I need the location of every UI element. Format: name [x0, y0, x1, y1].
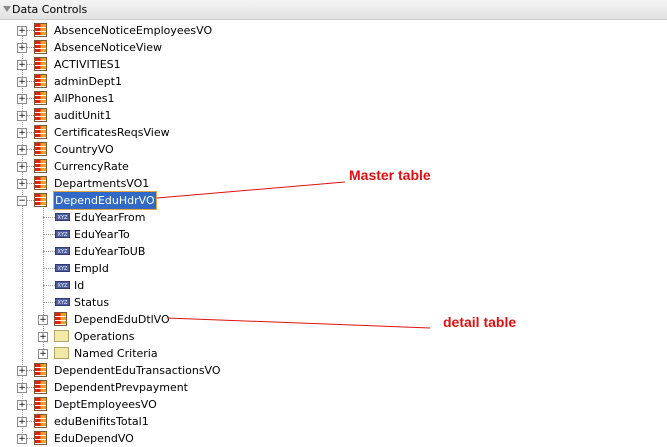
master-table-annotation: Master table [349, 167, 431, 183]
tree-line [43, 206, 44, 353]
tree-item-label: CurrencyRate [54, 160, 129, 173]
view-object-icon [34, 142, 47, 156]
tree-line [22, 47, 34, 48]
attribute-label: EduYearTo [74, 228, 130, 241]
attribute-icon: XYZ [55, 230, 70, 238]
tree-line [22, 370, 34, 371]
expand-icon[interactable]: + [17, 179, 27, 189]
expand-icon[interactable]: + [38, 332, 48, 342]
view-object-icon [34, 159, 47, 173]
tree-line [22, 132, 34, 133]
expand-icon[interactable]: + [17, 60, 27, 70]
tree-line [22, 98, 34, 99]
tree-line [22, 30, 34, 31]
tree-item-label: CertificatesReqsView [54, 126, 170, 139]
tree-item-label: CountryVO [54, 143, 114, 156]
expand-icon[interactable]: + [38, 349, 48, 359]
detail-table-annotation: detail table [443, 314, 517, 330]
expand-icon[interactable]: + [17, 94, 27, 104]
master-arrow-line [156, 181, 346, 199]
tree-item-label: AbsenceNoticeEmployeesVO [54, 24, 213, 37]
view-object-icon [34, 74, 47, 88]
attribute-icon: XYZ [55, 298, 70, 306]
view-object-icon [54, 312, 67, 326]
folder-label: Operations [74, 330, 135, 343]
view-object-icon [34, 40, 47, 54]
tree-item-label: AllPhones1 [54, 92, 115, 105]
tree-item-label: DependentPrevpayment [54, 381, 188, 394]
tree-line [43, 302, 55, 303]
view-object-icon [34, 193, 47, 207]
tree-item-label: DependEduHdrVO [53, 191, 157, 210]
view-object-icon [34, 108, 47, 122]
tree-line [22, 81, 34, 82]
expand-icon[interactable]: + [17, 128, 27, 138]
tree-line [22, 404, 34, 405]
collapse-triangle-icon[interactable] [3, 6, 11, 12]
collapse-icon[interactable]: − [17, 196, 27, 206]
detail-arrow-line [166, 317, 431, 329]
tree-item-label: DependEduDtlVO [74, 313, 170, 326]
attribute-label: Id [74, 279, 85, 292]
tree-item-label: AbsenceNoticeView [54, 41, 163, 54]
expand-icon[interactable]: + [17, 383, 27, 393]
tree-line [43, 234, 55, 235]
expand-icon[interactable]: + [17, 400, 27, 410]
tree-line [43, 268, 55, 269]
view-object-icon [34, 23, 47, 37]
attribute-icon: XYZ [55, 281, 70, 289]
tree-line [22, 200, 34, 201]
tree-line [22, 115, 34, 116]
tree-line [43, 285, 55, 286]
view-object-icon [34, 397, 47, 411]
tree-line [22, 387, 34, 388]
tree-item-label: eduBenifitsTotal1 [54, 415, 149, 428]
attribute-icon: XYZ [55, 213, 70, 221]
expand-icon[interactable]: + [38, 315, 48, 325]
attribute-label: EduYearToUB [74, 245, 146, 258]
tree-item-label: adminDept1 [54, 75, 122, 88]
expand-icon[interactable]: + [17, 366, 27, 376]
tree-item-label: DeptEmployeesVO [54, 398, 157, 411]
tree-line [22, 166, 34, 167]
tree-line [22, 421, 34, 422]
attribute-label: EduYearFrom [74, 211, 146, 224]
tree-item-label: DependentEduTransactionsVO [54, 364, 221, 377]
attribute-icon: XYZ [55, 264, 70, 272]
attribute-icon: XYZ [55, 247, 70, 255]
expand-icon[interactable]: + [17, 111, 27, 121]
panel-title: Data Controls [12, 3, 88, 16]
folder-label: Named Criteria [74, 347, 158, 360]
folder-icon [54, 347, 69, 359]
view-object-icon [34, 91, 47, 105]
tree-item-label: ACTIVITIES1 [54, 58, 121, 71]
tree-line [22, 64, 34, 65]
tree-line [22, 26, 23, 439]
expand-icon[interactable]: + [17, 417, 27, 427]
attribute-label: Status [74, 296, 110, 309]
expand-icon[interactable]: + [17, 77, 27, 87]
view-object-icon [34, 57, 47, 71]
view-object-icon [34, 176, 47, 190]
view-object-icon [34, 414, 47, 428]
tree-item-label: auditUnit1 [54, 109, 112, 122]
tree-line [22, 183, 34, 184]
tree-line [43, 217, 55, 218]
expand-icon[interactable]: + [17, 145, 27, 155]
view-object-icon [34, 380, 47, 394]
expand-icon[interactable]: + [17, 26, 27, 36]
data-controls-header[interactable]: Data Controls [0, 0, 667, 20]
folder-icon [54, 330, 69, 342]
view-object-icon [34, 125, 47, 139]
tree-item-label: DepartmentsVO1 [54, 177, 150, 190]
attribute-label: EmpId [74, 262, 109, 275]
view-object-icon [34, 363, 47, 377]
expand-icon[interactable]: + [17, 43, 27, 53]
tree-line [43, 251, 55, 252]
tree-line [22, 149, 34, 150]
expand-icon[interactable]: + [17, 162, 27, 172]
